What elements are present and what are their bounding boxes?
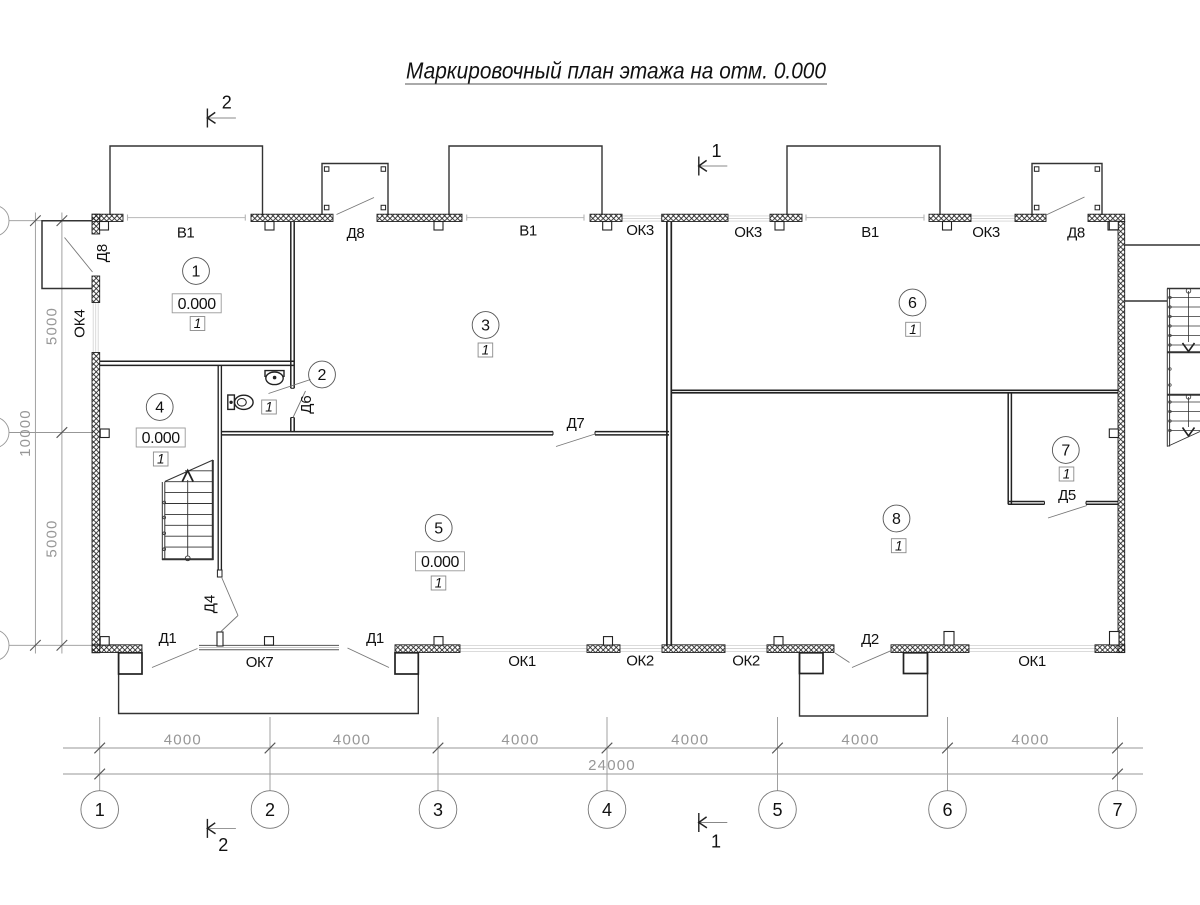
- svg-text:6: 6: [908, 295, 917, 312]
- svg-text:Д8: Д8: [1067, 225, 1085, 242]
- svg-text:Д7: Д7: [567, 415, 585, 432]
- svg-text:Д4: Д4: [202, 595, 219, 614]
- svg-text:2: 2: [265, 800, 275, 820]
- svg-text:1: 1: [435, 576, 443, 591]
- svg-text:10000: 10000: [17, 409, 34, 457]
- svg-text:1: 1: [711, 141, 721, 161]
- svg-text:ОК7: ОК7: [246, 654, 274, 671]
- svg-text:4000: 4000: [164, 732, 202, 749]
- svg-text:ОК1: ОК1: [508, 653, 536, 670]
- svg-text:5000: 5000: [44, 519, 61, 557]
- svg-text:Д2: Д2: [861, 631, 879, 648]
- svg-text:8: 8: [892, 511, 901, 528]
- svg-text:24000: 24000: [588, 757, 636, 774]
- svg-text:Д5: Д5: [1058, 487, 1076, 504]
- svg-text:Д6: Д6: [298, 395, 315, 414]
- svg-text:1: 1: [265, 400, 273, 415]
- svg-text:В1: В1: [861, 224, 879, 241]
- svg-text:4000: 4000: [501, 732, 539, 749]
- svg-text:2: 2: [222, 92, 232, 112]
- svg-text:ОК2: ОК2: [732, 653, 760, 670]
- svg-text:1: 1: [194, 316, 202, 331]
- svg-text:ОК3: ОК3: [626, 222, 654, 239]
- svg-text:1: 1: [895, 538, 903, 553]
- svg-text:1: 1: [482, 343, 490, 358]
- svg-text:1: 1: [192, 264, 201, 281]
- svg-text:0.000: 0.000: [421, 554, 460, 571]
- svg-text:Д1: Д1: [159, 630, 177, 647]
- svg-text:ОК3: ОК3: [734, 224, 762, 241]
- svg-text:1: 1: [909, 322, 917, 337]
- svg-text:7: 7: [1112, 800, 1122, 820]
- svg-text:4000: 4000: [841, 732, 879, 749]
- svg-text:7: 7: [1061, 443, 1070, 460]
- svg-text:5: 5: [434, 521, 443, 538]
- svg-text:1: 1: [711, 832, 721, 852]
- svg-text:0.000: 0.000: [178, 296, 217, 313]
- svg-text:Д1: Д1: [366, 630, 384, 647]
- svg-text:В1: В1: [519, 223, 537, 240]
- svg-text:ОК1: ОК1: [1018, 653, 1046, 670]
- svg-text:Маркировочный план этажа на от: Маркировочный план этажа на отм. 0.000: [406, 58, 826, 84]
- svg-text:1: 1: [157, 452, 165, 467]
- svg-text:1: 1: [95, 800, 105, 820]
- svg-text:3: 3: [481, 318, 490, 335]
- svg-text:2: 2: [318, 367, 327, 384]
- svg-text:5000: 5000: [44, 307, 61, 345]
- svg-text:ОК4: ОК4: [72, 309, 89, 338]
- svg-text:4000: 4000: [671, 732, 709, 749]
- svg-text:Д8: Д8: [347, 225, 365, 242]
- svg-text:3: 3: [433, 800, 443, 820]
- svg-text:5: 5: [772, 800, 782, 820]
- svg-text:4000: 4000: [333, 732, 371, 749]
- svg-text:4: 4: [602, 800, 612, 820]
- svg-text:ОК2: ОК2: [626, 653, 654, 670]
- svg-text:Д8: Д8: [94, 244, 111, 263]
- svg-text:2: 2: [218, 835, 228, 855]
- svg-text:4000: 4000: [1011, 732, 1049, 749]
- svg-text:ОК3: ОК3: [972, 224, 1000, 241]
- svg-text:0.000: 0.000: [142, 430, 181, 447]
- svg-text:4: 4: [155, 400, 164, 417]
- svg-text:В1: В1: [177, 225, 195, 242]
- svg-text:6: 6: [942, 800, 952, 820]
- svg-text:1: 1: [1063, 467, 1071, 482]
